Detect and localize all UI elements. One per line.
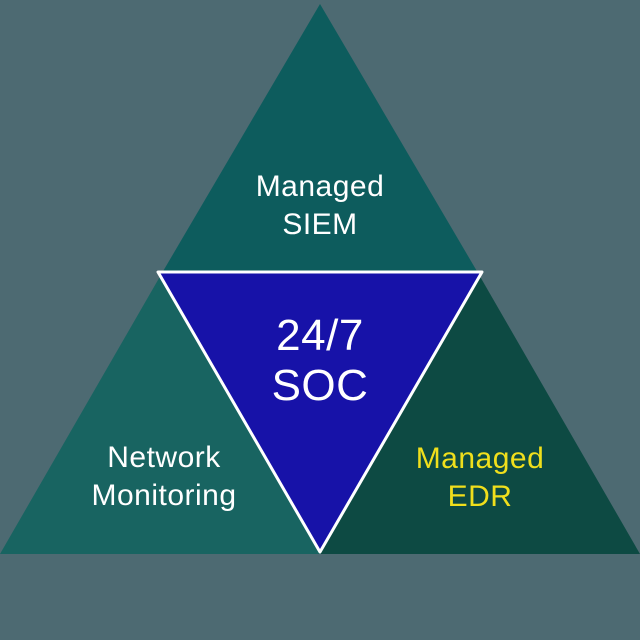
label-247-soc-line1: 24/7 xyxy=(276,311,364,360)
label-managed-siem-line2: SIEM xyxy=(282,208,357,241)
label-managed-edr-line1: Managed xyxy=(416,442,545,475)
label-247-soc-line2: SOC xyxy=(272,361,369,410)
section-247-soc xyxy=(156,270,484,554)
label-network-monitoring-line2: Monitoring xyxy=(91,479,236,512)
label-network-monitoring-line1: Network xyxy=(107,441,221,474)
label-managed-edr-line2: EDR xyxy=(448,480,513,513)
section-managed-siem xyxy=(162,4,478,273)
label-managed-siem-line1: Managed xyxy=(256,170,385,203)
